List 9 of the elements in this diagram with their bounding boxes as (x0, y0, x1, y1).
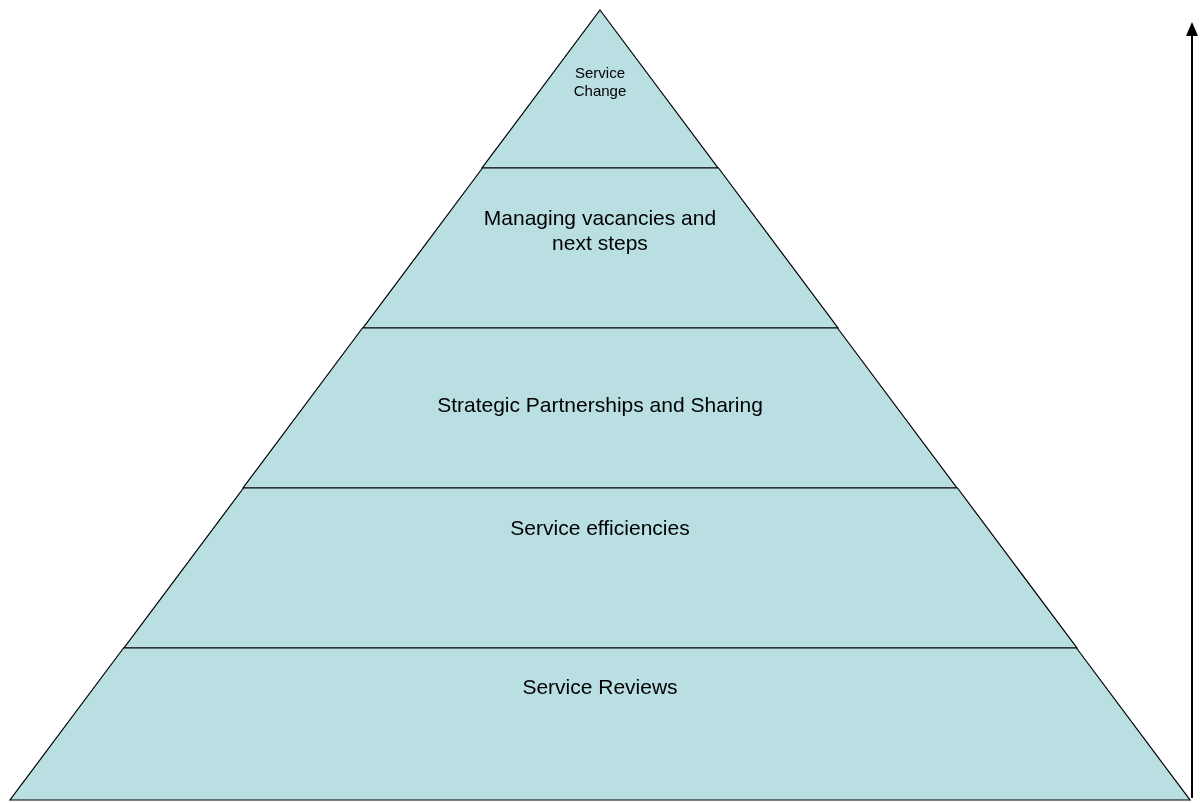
pyramid-tier (243, 328, 957, 488)
pyramid-tier (10, 648, 1190, 800)
tier-label: Service Reviews (521, 674, 679, 700)
tier-label: Strategic Partnerships and Sharing (436, 392, 764, 418)
tier-label: Managing vacancies and next steps (482, 205, 718, 256)
pyramid-tier (362, 168, 838, 328)
tier-label: Service efficiencies (509, 515, 691, 541)
pyramid-tier (123, 488, 1077, 648)
tier-label: Service Change (572, 64, 628, 100)
